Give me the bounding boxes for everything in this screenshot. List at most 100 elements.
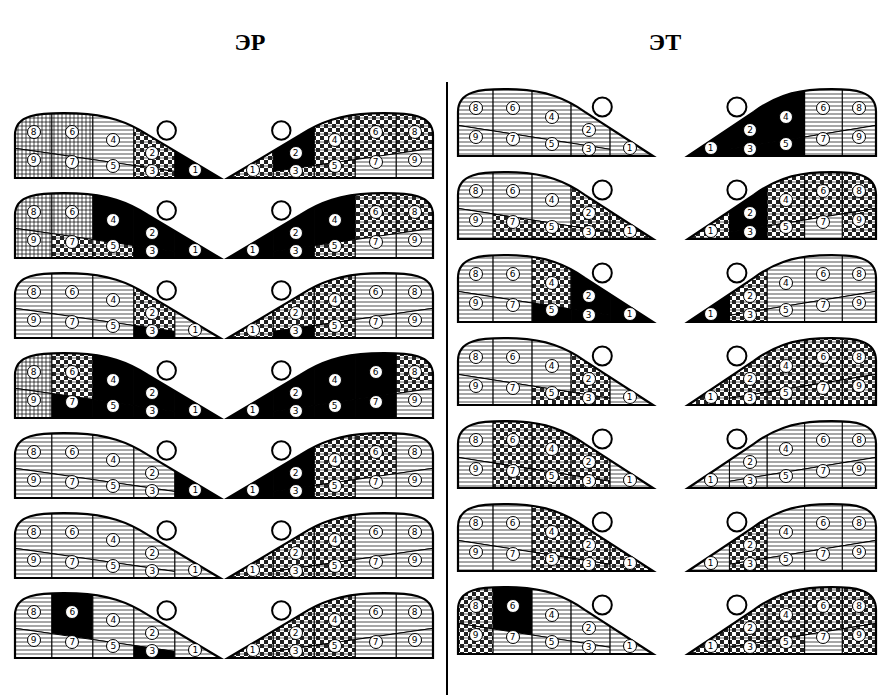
callout-number: 1 xyxy=(704,556,718,570)
callout-number: 5 xyxy=(779,220,793,234)
ear-outline xyxy=(593,264,612,283)
callout-number: 5 xyxy=(106,639,120,653)
brain-region xyxy=(355,474,396,505)
callout-number: 8 xyxy=(852,267,866,281)
callout-number: 8 xyxy=(852,599,866,613)
callout-number: 5 xyxy=(779,386,793,400)
brain-region xyxy=(767,552,805,578)
callout-number: 7 xyxy=(506,630,520,644)
callout-number: 6 xyxy=(816,101,830,115)
brain-region xyxy=(571,143,610,163)
callout-number: 1 xyxy=(188,563,202,577)
callout-number: 5 xyxy=(106,559,120,573)
brain-outline xyxy=(15,353,220,418)
callout-number: 4 xyxy=(545,193,559,207)
callout-number: 3 xyxy=(582,225,596,239)
callout-number: 1 xyxy=(704,224,718,238)
callout-number: 3 xyxy=(743,474,757,488)
base-line xyxy=(458,570,653,572)
brain-map xyxy=(458,81,673,163)
brain-region xyxy=(805,214,843,246)
brain-map xyxy=(458,330,673,412)
brain-outline xyxy=(458,338,653,405)
brain-region xyxy=(175,425,241,504)
brain-map xyxy=(15,585,241,664)
callout-number: 5 xyxy=(328,559,342,573)
brain-map xyxy=(669,81,876,163)
brain-region xyxy=(805,546,843,578)
brain-region xyxy=(396,628,433,664)
brain-region xyxy=(93,560,134,585)
callout-number: 9 xyxy=(27,233,41,247)
brain-region xyxy=(532,330,571,392)
callout-number: 5 xyxy=(545,303,559,317)
callout-number: 1 xyxy=(246,643,260,657)
callout-number: 4 xyxy=(779,276,793,290)
brain-region xyxy=(842,623,876,660)
callout-number: 6 xyxy=(816,267,830,281)
base-line xyxy=(458,404,653,406)
callout-number: 9 xyxy=(408,153,422,167)
base-line xyxy=(15,337,220,339)
callout-number: 4 xyxy=(106,213,120,227)
base-line xyxy=(688,321,876,323)
ear-outline xyxy=(158,121,176,139)
brain-outline xyxy=(458,89,653,156)
callout-number: 8 xyxy=(852,184,866,198)
brain-region xyxy=(493,297,532,329)
brain-region xyxy=(93,105,134,165)
brain-region xyxy=(52,314,93,345)
callout-number: 8 xyxy=(408,445,422,459)
callout-number: 1 xyxy=(188,243,202,257)
ear-outline xyxy=(593,430,612,449)
callout-number: 6 xyxy=(65,125,79,139)
brain-region xyxy=(355,634,396,665)
callout-number: 1 xyxy=(188,403,202,417)
brain-region xyxy=(355,314,396,345)
brain-region xyxy=(93,640,134,665)
brain-region xyxy=(767,137,805,163)
callout-number: 2 xyxy=(743,123,757,137)
brain-region xyxy=(729,392,767,412)
callout-number: 9 xyxy=(408,313,422,327)
brain-region xyxy=(93,505,134,565)
callout-number: 2 xyxy=(582,206,596,220)
ear-outline xyxy=(272,441,290,459)
callout-number: 1 xyxy=(188,643,202,657)
callout-number: 7 xyxy=(816,132,830,146)
callout-number: 8 xyxy=(469,267,483,281)
brain-outline xyxy=(688,421,876,488)
callout-number: 2 xyxy=(289,546,303,560)
base-line xyxy=(15,257,220,259)
brain-map xyxy=(208,345,434,424)
callout-number: 5 xyxy=(545,469,559,483)
brain-map xyxy=(208,185,434,264)
callout-number: 9 xyxy=(408,633,422,647)
brain-region xyxy=(314,320,355,345)
callout-number: 5 xyxy=(328,239,342,253)
ear-outline xyxy=(272,201,290,219)
base-line xyxy=(228,257,433,259)
brain-region xyxy=(93,265,134,325)
callout-number: 7 xyxy=(65,635,79,649)
callout-number: 5 xyxy=(779,552,793,566)
ear-outline xyxy=(727,430,746,449)
callout-number: 8 xyxy=(27,365,41,379)
callout-number: 3 xyxy=(289,564,303,578)
callout-number: 8 xyxy=(469,101,483,115)
callout-number: 7 xyxy=(65,235,79,249)
brain-outline xyxy=(228,433,433,498)
brain-outline xyxy=(15,513,220,578)
divider-line xyxy=(446,82,448,695)
brain-region xyxy=(314,345,355,405)
brain-region xyxy=(208,505,274,584)
callout-number: 8 xyxy=(27,525,41,539)
callout-number: 9 xyxy=(408,393,422,407)
callout-number: 1 xyxy=(246,243,260,257)
brain-region xyxy=(52,634,93,665)
callout-number: 3 xyxy=(289,404,303,418)
callout-number: 4 xyxy=(106,533,120,547)
base-line xyxy=(228,337,433,339)
brain-outline xyxy=(15,273,220,338)
base-line xyxy=(15,657,220,659)
